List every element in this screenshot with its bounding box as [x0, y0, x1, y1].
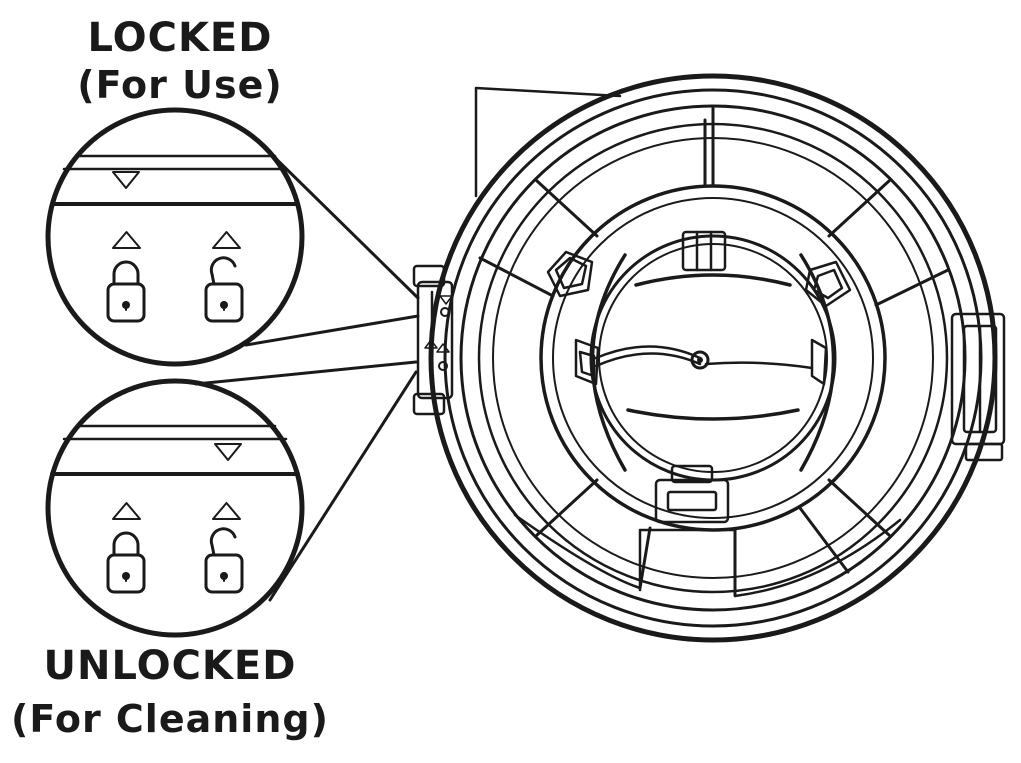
unlocked-subtitle: (For Cleaning)	[11, 697, 329, 741]
lid-latch	[412, 264, 454, 416]
locked-leader-upper	[260, 143, 420, 300]
padlock-closed-icon	[106, 260, 146, 323]
triangle-down-icon	[214, 443, 242, 461]
triangle-down-icon	[439, 295, 453, 305]
unlocked-callout	[45, 378, 305, 638]
leader-lines	[194, 143, 420, 602]
padlock-open-icon	[204, 256, 244, 323]
locked-callout-ring	[45, 107, 305, 367]
rear-housing	[474, 86, 622, 198]
unlocked-leader-lower	[268, 370, 418, 602]
triangle-up-icon	[436, 343, 450, 353]
padlock-closed-icon	[440, 307, 450, 317]
triangle-up-icon	[212, 231, 241, 249]
basket-inner	[589, 234, 837, 482]
basket-outer-inner	[552, 197, 874, 519]
padlock-closed-icon	[106, 531, 146, 594]
triangle-up-icon	[212, 502, 241, 520]
lid-ring-inner-2	[492, 137, 934, 579]
locked-callout	[45, 107, 305, 367]
lower-segments	[513, 513, 902, 598]
locked-subtitle: (For Use)	[77, 63, 283, 107]
locked-title: LOCKED	[87, 15, 273, 61]
triangle-down-icon	[112, 171, 140, 189]
padlock-open-icon	[438, 361, 448, 371]
locked-leader-lower	[244, 314, 420, 347]
right-handle	[950, 312, 1006, 462]
padlock-open-icon	[204, 527, 244, 594]
inner-arcs	[590, 253, 836, 472]
unlocked-callout-ring	[45, 378, 305, 638]
triangle-up-icon	[112, 502, 141, 520]
triangle-up-icon	[424, 339, 438, 349]
unlocked-leader-upper	[194, 360, 418, 386]
basket-clips	[546, 230, 852, 524]
appliance-body	[412, 73, 1006, 643]
center-hub	[574, 338, 828, 386]
triangle-up-icon	[112, 231, 141, 249]
unlocked-title: UNLOCKED	[43, 643, 297, 689]
basket-inner-2	[598, 243, 828, 473]
